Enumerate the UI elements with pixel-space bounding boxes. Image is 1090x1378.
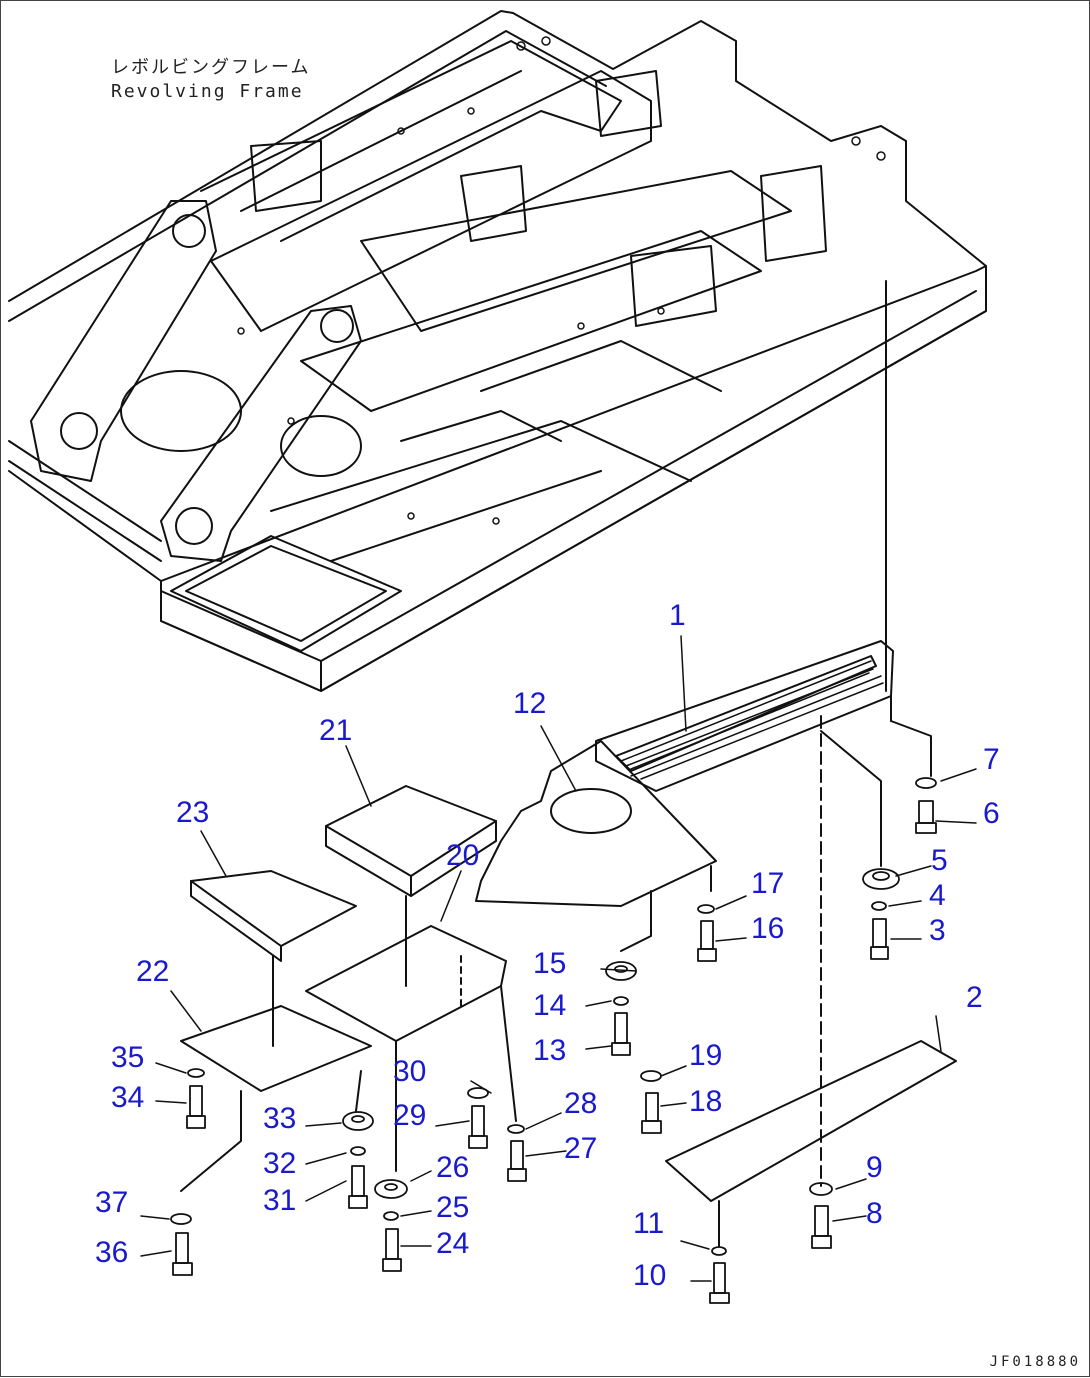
- callout-2: 2: [966, 981, 983, 1014]
- callout-34: 34: [111, 1081, 145, 1114]
- part-21-plate: [325, 785, 497, 987]
- callout-6: 6: [983, 797, 1000, 830]
- callout-15: 15: [533, 947, 567, 980]
- callout-1: 1: [669, 599, 686, 632]
- callout-19: 19: [689, 1039, 723, 1072]
- callout-30: 30: [393, 1055, 427, 1088]
- callout-4: 4: [929, 879, 946, 912]
- callout-20: 20: [446, 839, 480, 872]
- callout-10: 10: [633, 1259, 667, 1292]
- callout-21: 21: [319, 714, 353, 747]
- callout-3: 3: [929, 914, 946, 947]
- callout-14: 14: [533, 989, 567, 1022]
- callout-23: 23: [176, 796, 210, 829]
- part-2-plate: [665, 715, 957, 1247]
- part-12-cover: [475, 740, 717, 952]
- fasteners: [170, 777, 937, 1304]
- callout-12: 12: [513, 687, 547, 720]
- callout-36: 36: [95, 1236, 129, 1269]
- frame-label-en: Revolving Frame: [111, 81, 304, 102]
- callout-9: 9: [866, 1151, 883, 1184]
- callout-17: 17: [751, 867, 785, 900]
- callout-22: 22: [136, 955, 170, 988]
- callout-29: 29: [393, 1099, 427, 1132]
- part-1-step: [595, 640, 932, 867]
- callout-16: 16: [751, 912, 785, 945]
- leader-lines: [140, 635, 977, 1282]
- frame-label-jp: レボルビングフレーム: [111, 57, 311, 78]
- callout-18: 18: [689, 1085, 723, 1118]
- part-23-plate: [190, 870, 357, 1047]
- callout-8: 8: [866, 1197, 883, 1230]
- callout-31: 31: [263, 1184, 297, 1217]
- callout-13: 13: [533, 1034, 567, 1067]
- callout-37: 37: [95, 1186, 129, 1219]
- callout-11: 11: [633, 1207, 665, 1240]
- part-20-plate: [305, 925, 517, 1172]
- callout-26: 26: [436, 1151, 470, 1184]
- callout-24: 24: [436, 1227, 470, 1260]
- callout-28: 28: [564, 1087, 598, 1120]
- callout-33: 33: [263, 1102, 297, 1135]
- callout-35: 35: [111, 1041, 145, 1074]
- callout-25: 25: [436, 1191, 470, 1224]
- drawing-id: JF018880: [989, 1354, 1081, 1370]
- callout-5: 5: [931, 844, 948, 877]
- callout-7: 7: [983, 743, 1000, 776]
- part-22-plate: [180, 1005, 372, 1192]
- revolving-frame: [8, 10, 987, 692]
- callout-32: 32: [263, 1147, 297, 1180]
- callout-27: 27: [564, 1132, 598, 1165]
